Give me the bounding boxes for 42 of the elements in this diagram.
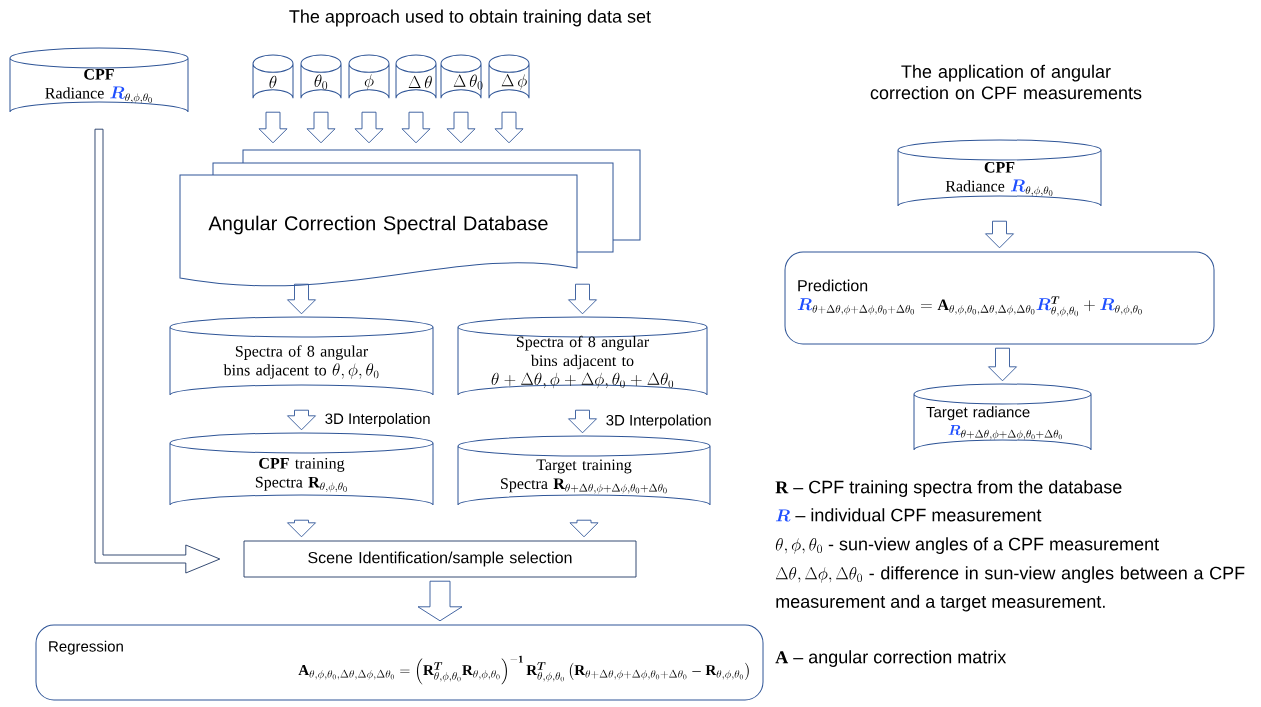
block-arrow	[287, 283, 316, 315]
block-arrow	[985, 220, 1014, 249]
definition-text: ${\color{blue}\boldsymbol{R}}$ – individual CPF measurement	[775, 508, 1042, 522]
definition-text: $\mathbf{A}$ – angular correction matrix	[775, 650, 1007, 667]
block-arrow	[94, 128, 221, 574]
database-cylinder: Target radiance ${\color{blue}\boldsymbol{R}}_{\theta+\Delta\theta,\phi+\Delta\phi,\theta_0+\Delta\theta_0}$	[913, 383, 1092, 451]
formula-box: Regression $\mathbf{A}_{\theta,\phi,\theta_0,\Delta\theta,\Delta\phi,\Delta\theta_0} = \left(\mathbf{R}^{\boldsymbol{T}}_{\theta,\phi,\theta_0}\mathbf{R}_{\theta,\phi,\theta_0}\right)^{\mathbf{-1}}\mathbf{R}^{\boldsymbol{T}}_{\theta,\phi,\theta_0}\left(\mathbf{R}_{\theta+\Delta\theta,\phi+\Delta\phi,\theta_0+\Delta\theta_0} - \mathbf{R}_{\theta,\phi,\theta_0}\right)$	[35, 624, 764, 701]
database-cylinder: CPF training Spectra $\mathbf{R}_{\theta,\phi,\theta_0}$	[169, 432, 434, 506]
angle-cylinder: $\theta$	[252, 54, 294, 99]
database-cylinder: CPF Radiance ${\color{blue}\boldsymbol{R}}_{\theta,\phi,\theta_0}$	[897, 139, 1102, 207]
block-arrow	[494, 111, 524, 144]
angle-cylinder: $\theta_0$	[300, 54, 342, 99]
process-box: Scene Identification/sample selection	[243, 540, 637, 578]
block-arrow	[287, 409, 316, 431]
database-cylinder: Spectra of 8 angular bins adjacent to $\theta+\Delta\theta, \phi+\Delta\phi, \theta_0+\Delta\theta_0$	[457, 316, 708, 396]
block-arrow	[258, 111, 288, 144]
block-arrow	[401, 111, 431, 144]
angle-cylinder: $\Delta\,\phi$	[488, 54, 530, 99]
block-arrow	[568, 283, 597, 315]
document-stack: Angular Correction Spectral Database	[179, 149, 641, 287]
block-arrow	[569, 519, 599, 538]
title: The approach used to obtain training data set	[289, 9, 651, 27]
angle-cylinder: $\phi$	[348, 54, 390, 99]
edge-label: 3D Interpolation	[323, 412, 432, 428]
definition-text: $\mathbf{R}$ – CPF training spectra from the database	[775, 480, 1122, 497]
block-arrow	[568, 409, 597, 434]
block-arrow	[446, 111, 476, 144]
block-arrow	[306, 111, 336, 144]
angle-cylinder: $\Delta\,\theta_0$	[440, 54, 483, 99]
edge-label: 3D Interpolation	[604, 413, 713, 430]
database-cylinder: Spectra of 8 angular bins adjacent to $\theta, \phi, \theta_0$	[169, 316, 434, 396]
database-cylinder: CPF Radiance ${\color{blue}\boldsymbol{R}}_{\theta,\phi,\theta_0}$	[9, 47, 189, 113]
block-arrow	[417, 580, 463, 622]
heading: The application of angular correction on CPF measurements	[870, 64, 1142, 100]
block-arrow	[354, 111, 384, 144]
database-cylinder: Target training Spectra $\mathbf{R}_{\theta+\Delta\theta,\phi+\Delta\phi,\theta_0+\Delta\theta_0}$	[457, 435, 711, 506]
block-arrow	[287, 519, 316, 538]
formula-box: Prediction ${\color{blue}\boldsymbol{R}}_{\theta+\Delta\theta,\phi+\Delta\phi,\theta_0+\Delta\theta_0} = \mathbf{A}_{\theta,\phi,\theta_0,\Delta\theta,\Delta\phi,\Delta\theta_0}{\color{blue}\boldsymbol{R}}^{\boldsymbol{T}}_{\theta,\phi,\theta_0} + {\color{blue}\boldsymbol{R}}_{\theta,\phi,\theta_0}$	[784, 251, 1215, 345]
angle-cylinder: $\Delta\,\theta$	[395, 54, 437, 99]
block-arrow	[988, 347, 1017, 382]
definition-text: $\Delta\theta, \Delta\phi, \Delta\theta_0$ - difference in sun-view angles between a CPF measurement and a target measurement.	[775, 566, 1245, 612]
definition-text: $\theta, \phi, \theta_0$ - sun-view angles of a CPF measurement	[775, 537, 1159, 554]
